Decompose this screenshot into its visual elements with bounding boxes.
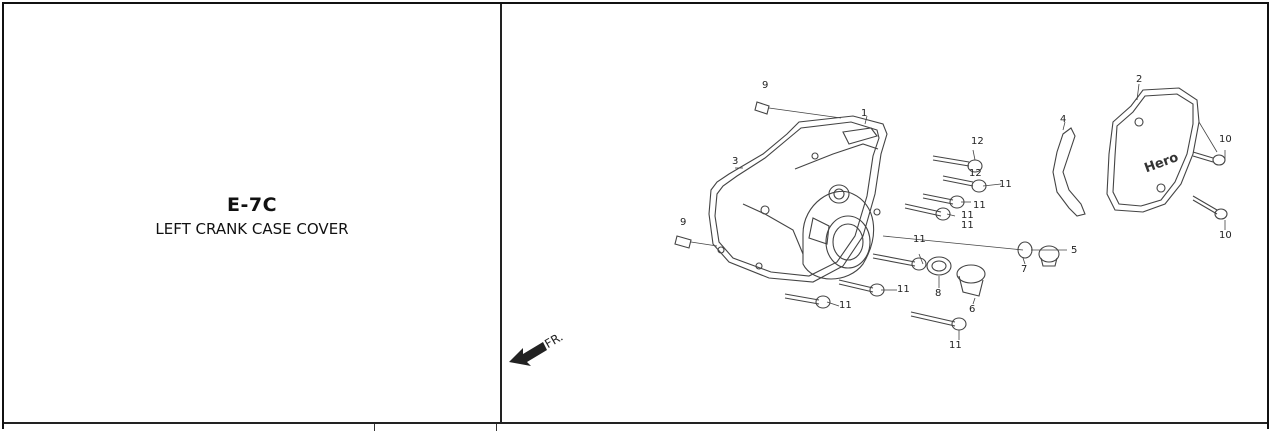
column-separator (374, 424, 375, 431)
callout-11-g: 11 (949, 340, 962, 351)
callout-11-b: 11 (973, 200, 986, 211)
callout-6: 6 (969, 304, 975, 315)
exploded-parts-diagram: Hero 1 2 3 4 5 6 7 8 9 9 10 10 11 11 11 … (509, 74, 1232, 366)
callout-2: 2 (1136, 74, 1142, 85)
callout-8: 8 (935, 288, 941, 299)
column-separator (496, 424, 497, 431)
dowel-pins (674, 101, 770, 249)
next-table-row (4, 422, 1267, 431)
callout-4: 4 (1060, 114, 1066, 125)
leader-lines (690, 83, 1226, 340)
diagram-cell: Hero 1 2 3 4 5 6 7 8 9 9 10 10 11 11 11 … (503, 4, 1265, 422)
section-code: E-7C (226, 194, 278, 216)
callout-9-left: 9 (680, 217, 686, 228)
callout-10-bottom: 10 (1219, 230, 1232, 241)
callout-11-a: 11 (999, 179, 1012, 190)
callout-11-f: 11 (839, 300, 852, 311)
arrow-icon (509, 342, 547, 366)
sprocket-cover-part (1106, 87, 1200, 213)
callout-10-top: 10 (1219, 134, 1232, 145)
callout-11-d: 11 (913, 234, 926, 245)
callout-7: 7 (1021, 264, 1027, 275)
callout-9-top: 9 (762, 80, 768, 91)
crankcase-cover-part (708, 115, 888, 283)
section-label-cell: E-7C LEFT CRANK CASE COVER (4, 4, 500, 422)
chain-guide-bracket (1052, 127, 1086, 217)
cell-divider (500, 4, 502, 424)
callout-12-mid: 12 (969, 168, 982, 179)
callout-12-top: 12 (971, 136, 984, 147)
callout-5: 5 (1071, 245, 1077, 256)
callout-1: 1 (861, 108, 867, 119)
section-title: LEFT CRANK CASE COVER (155, 220, 349, 238)
cover-bolts (784, 151, 1228, 331)
brand-lettering: Hero (1142, 150, 1180, 176)
callout-11-e: 11 (897, 284, 910, 295)
callout-11-c: 11 (961, 210, 974, 221)
callout-11-h: 11 (961, 220, 974, 231)
callout-3: 3 (732, 156, 738, 167)
front-direction-arrow: FR. (509, 330, 565, 366)
